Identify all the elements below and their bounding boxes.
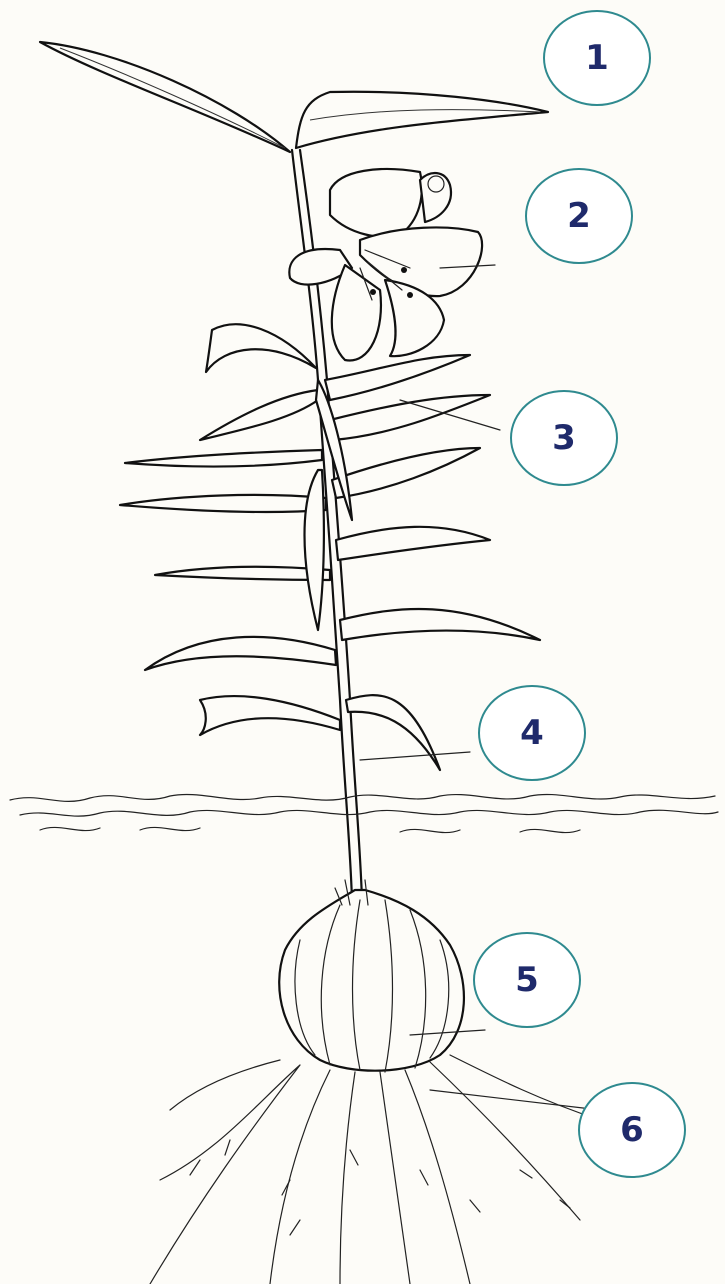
callout-1: 1 — [543, 10, 651, 106]
callout-6: 6 — [578, 1082, 686, 1178]
callout-2-label: 2 — [567, 196, 591, 236]
callout-5-label: 5 — [515, 960, 539, 1000]
callout-5: 5 — [473, 932, 581, 1028]
callout-2: 2 — [525, 168, 633, 264]
bulb — [279, 880, 485, 1072]
roots — [150, 1055, 600, 1284]
lily-flower — [289, 169, 495, 360]
callout-3: 3 — [510, 390, 618, 486]
callout-3-label: 3 — [552, 418, 576, 458]
callout-4: 4 — [478, 685, 586, 781]
callout-6-label: 6 — [620, 1110, 644, 1150]
soil-surface — [10, 752, 718, 833]
callout-1-label: 1 — [585, 38, 609, 78]
top-leaves — [40, 42, 548, 152]
callout-4-label: 4 — [520, 713, 544, 753]
